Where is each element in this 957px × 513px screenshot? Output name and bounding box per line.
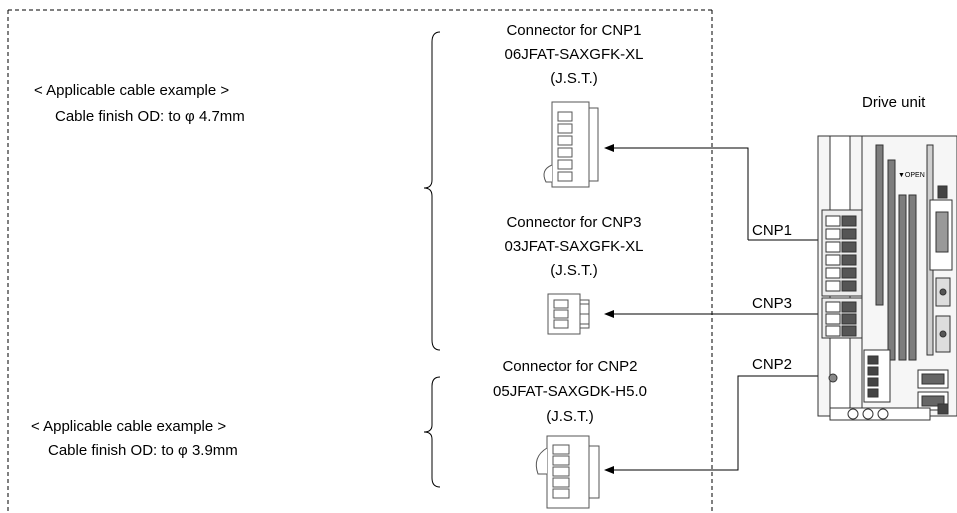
cable-note-1-heading: < Applicable cable example > — [34, 82, 230, 99]
connector-cnp2-title: Connector for CNP2 — [502, 358, 638, 375]
arrowhead-cnp2 — [604, 466, 614, 474]
connector-cnp1-drawing — [543, 101, 599, 188]
connector-cnp1-maker: (J.S.T.) — [550, 70, 598, 87]
cable-note-2-heading: < Applicable cable example > — [31, 418, 227, 435]
drive-unit-drawing — [817, 135, 957, 421]
drive-unit-label: Drive unit — [862, 94, 926, 111]
cable-note-2-detail: Cable finish OD: to φ 3.9mm — [48, 442, 238, 459]
port-label-cnp1: CNP1 — [752, 222, 793, 239]
arrowhead-cnp3 — [604, 310, 614, 318]
leader-cnp2 — [612, 375, 818, 471]
port-label-cnp3: CNP3 — [752, 295, 793, 312]
port-label-cnp2: CNP2 — [752, 356, 793, 373]
connector-cnp1-model: 06JFAT-SAXGFK-XL — [504, 46, 644, 63]
connector-cnp3-model: 03JFAT-SAXGFK-XL — [504, 238, 644, 255]
connector-cnp3-drawing — [547, 293, 590, 335]
connector-cnp3-title: Connector for CNP3 — [506, 214, 642, 231]
connector-cnp2-model: 05JFAT-SAXGDK-H5.0 — [493, 383, 647, 400]
connector-cnp1-title: Connector for CNP1 — [506, 22, 642, 39]
drive-unit-open-label: ▼OPEN — [898, 172, 925, 179]
connector-cnp2-drawing — [535, 435, 600, 509]
dashed-boundary — [7, 9, 713, 513]
brace-cnp2 — [423, 376, 441, 488]
connector-cnp2-maker: (J.S.T.) — [546, 408, 594, 425]
arrowhead-cnp1 — [604, 144, 614, 152]
connector-cnp3-maker: (J.S.T.) — [550, 262, 598, 279]
brace-cnp1-cnp3 — [423, 31, 441, 351]
leader-cnp1 — [612, 147, 818, 241]
cable-note-1-detail: Cable finish OD: to φ 4.7mm — [55, 108, 245, 125]
